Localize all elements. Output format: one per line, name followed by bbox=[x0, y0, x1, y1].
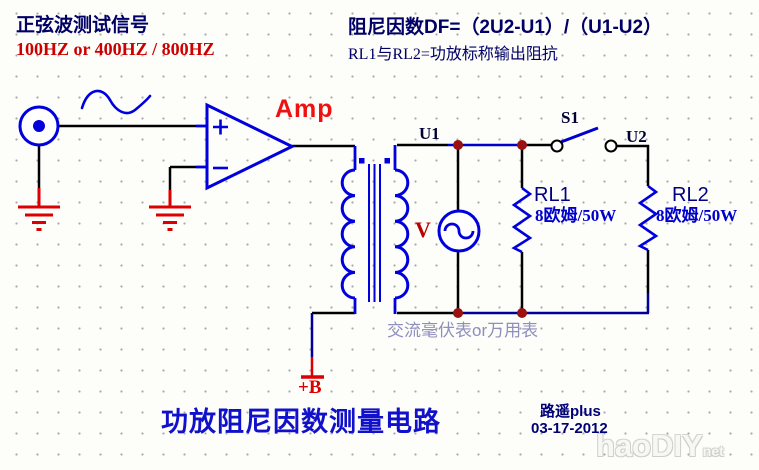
ground-icon-opamp bbox=[149, 190, 191, 231]
rl1-name-label: RL1 bbox=[534, 184, 571, 206]
author-signature: 路遥plus bbox=[540, 403, 601, 420]
date-signature: 03-17-2012 bbox=[531, 420, 608, 437]
junction-nodes bbox=[453, 140, 527, 318]
sine-wave-icon bbox=[80, 89, 152, 115]
node-u1-label: U1 bbox=[419, 124, 440, 143]
rl1-spec-label: 8欧姆/50W bbox=[535, 206, 617, 225]
test-signal-frequencies: 100HZ or 400HZ / 800HZ bbox=[16, 39, 215, 59]
watermark-main-text: haoDIY bbox=[596, 428, 703, 463]
amplifier-label: Amp bbox=[275, 95, 334, 123]
opamp-icon bbox=[205, 102, 296, 191]
signal-source-icon bbox=[18, 105, 60, 147]
component-leads bbox=[196, 124, 397, 314]
node-u2-label: U2 bbox=[626, 127, 647, 146]
voltmeter-icon bbox=[437, 209, 481, 253]
power-rail-label: +B bbox=[298, 377, 322, 398]
rl2-name-label: RL2 bbox=[672, 184, 709, 206]
switch-icon bbox=[550, 126, 618, 153]
watermark-logo: haoDIYnet bbox=[596, 428, 724, 464]
resistor-rl1-icon bbox=[511, 186, 533, 254]
power-icon bbox=[301, 357, 324, 379]
damping-factor-formula: 阻尼因数DF=（2U2-U1）/（U1-U2） bbox=[348, 17, 663, 38]
load-impedance-note: RL1与RL2=功放标称输出阻抗 bbox=[348, 46, 558, 63]
wires-black bbox=[37, 124, 650, 315]
resistor-rl2-icon bbox=[637, 184, 659, 252]
test-signal-heading: 正弦波测试信号 bbox=[16, 15, 150, 36]
switch-s1-label: S1 bbox=[561, 108, 579, 127]
watermark-suffix-text: net bbox=[702, 443, 724, 459]
meter-type-note: 交流毫伏表or万用表 bbox=[387, 321, 539, 340]
ground-icon-source bbox=[18, 188, 60, 231]
voltmeter-label: V bbox=[415, 217, 431, 242]
wires-navy bbox=[310, 293, 650, 357]
transformer-icon bbox=[340, 158, 410, 302]
rl2-spec-label: 8欧姆/50W bbox=[656, 206, 738, 225]
schematic-title: 功放阻尼因数测量电路 bbox=[161, 407, 441, 437]
